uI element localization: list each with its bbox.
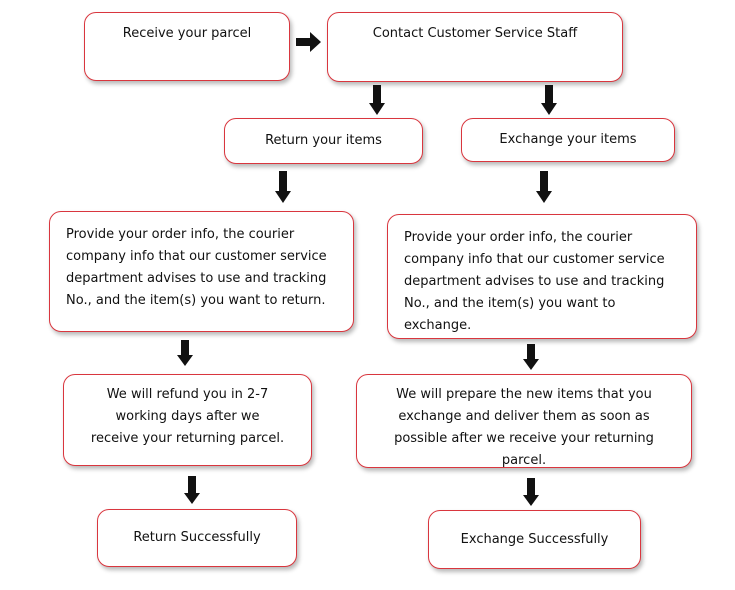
step-exchange-items: Exchange your items [461, 118, 675, 162]
step-contact-customer-service-label: Contact Customer Service Staff [372, 26, 578, 41]
arrow-down-icon [184, 476, 200, 504]
step-refund: We will refund you in 2-7 working days a… [63, 374, 312, 466]
step-return-successfully-label: Return Successfully [133, 530, 261, 545]
arrow-right-icon [296, 32, 321, 52]
step-receive-parcel: Receive your parcel [84, 12, 290, 81]
step-receive-parcel-label: Receive your parcel [122, 26, 252, 41]
arrow-down-icon [536, 171, 552, 203]
arrow-down-icon [523, 344, 539, 370]
arrow-down-icon [523, 478, 539, 506]
step-provide-return-info-label: Provide your order info, the courier com… [66, 227, 327, 308]
step-refund-label: We will refund you in 2-7 working days a… [90, 387, 285, 446]
step-prepare-new-items: We will prepare the new items that you e… [356, 374, 692, 468]
step-provide-exchange-info-label: Provide your order info, the courier com… [404, 230, 665, 333]
step-exchange-items-label: Exchange your items [499, 132, 637, 147]
step-contact-customer-service: Contact Customer Service Staff [327, 12, 623, 82]
step-exchange-successfully: Exchange Successfully [428, 510, 641, 569]
step-return-items-label: Return your items [265, 133, 382, 148]
step-prepare-new-items-label: We will prepare the new items that you e… [394, 387, 654, 468]
step-return-items: Return your items [224, 118, 423, 164]
step-provide-return-info: Provide your order info, the courier com… [49, 211, 354, 332]
arrow-down-icon [369, 85, 385, 115]
step-exchange-successfully-label: Exchange Successfully [460, 531, 609, 547]
step-provide-exchange-info: Provide your order info, the courier com… [387, 214, 697, 339]
arrow-down-icon [541, 85, 557, 115]
arrow-down-icon [177, 340, 193, 366]
arrow-down-icon [275, 171, 291, 203]
step-return-successfully: Return Successfully [97, 509, 297, 567]
